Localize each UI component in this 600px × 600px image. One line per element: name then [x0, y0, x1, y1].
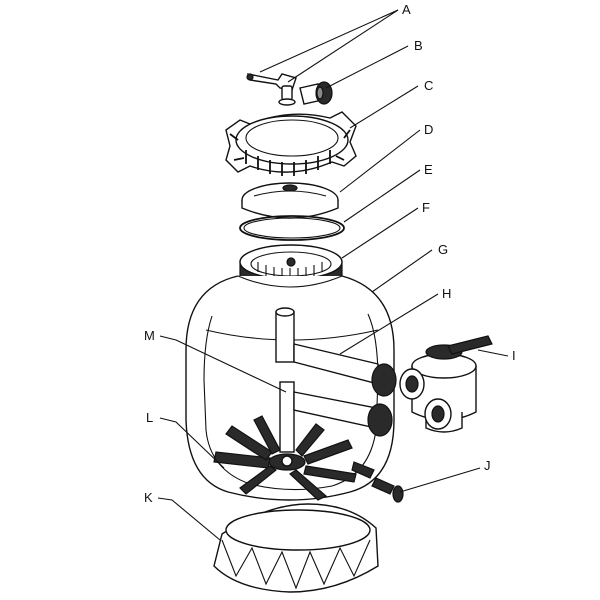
label-f: F: [422, 200, 430, 215]
label-b: B: [414, 38, 423, 53]
part-d-lid: [241, 182, 339, 219]
label-m: M: [144, 328, 155, 343]
part-b-gauge: [299, 81, 333, 105]
part-k-base: [213, 503, 379, 593]
part-l-laterals: [213, 415, 357, 501]
label-g: G: [438, 242, 448, 257]
label-d: D: [424, 122, 433, 137]
part-j-drain-plug: [351, 461, 404, 503]
label-k: K: [144, 490, 153, 505]
label-i: I: [512, 348, 516, 363]
label-l: L: [146, 410, 153, 425]
part-e-o-ring: [239, 215, 345, 241]
label-e: E: [424, 162, 433, 177]
part-a-vent-fitting: [246, 73, 297, 106]
label-h: H: [442, 286, 451, 301]
label-c: C: [424, 78, 433, 93]
label-a: A: [402, 2, 411, 17]
part-c-clamp-ring: [225, 111, 357, 176]
valve-lower-port: [367, 398, 452, 437]
part-i-multiport-valve: [367, 335, 493, 437]
leader-lines: [157, 9, 509, 541]
label-j: J: [484, 458, 491, 473]
valve-upper-port: [371, 363, 425, 400]
